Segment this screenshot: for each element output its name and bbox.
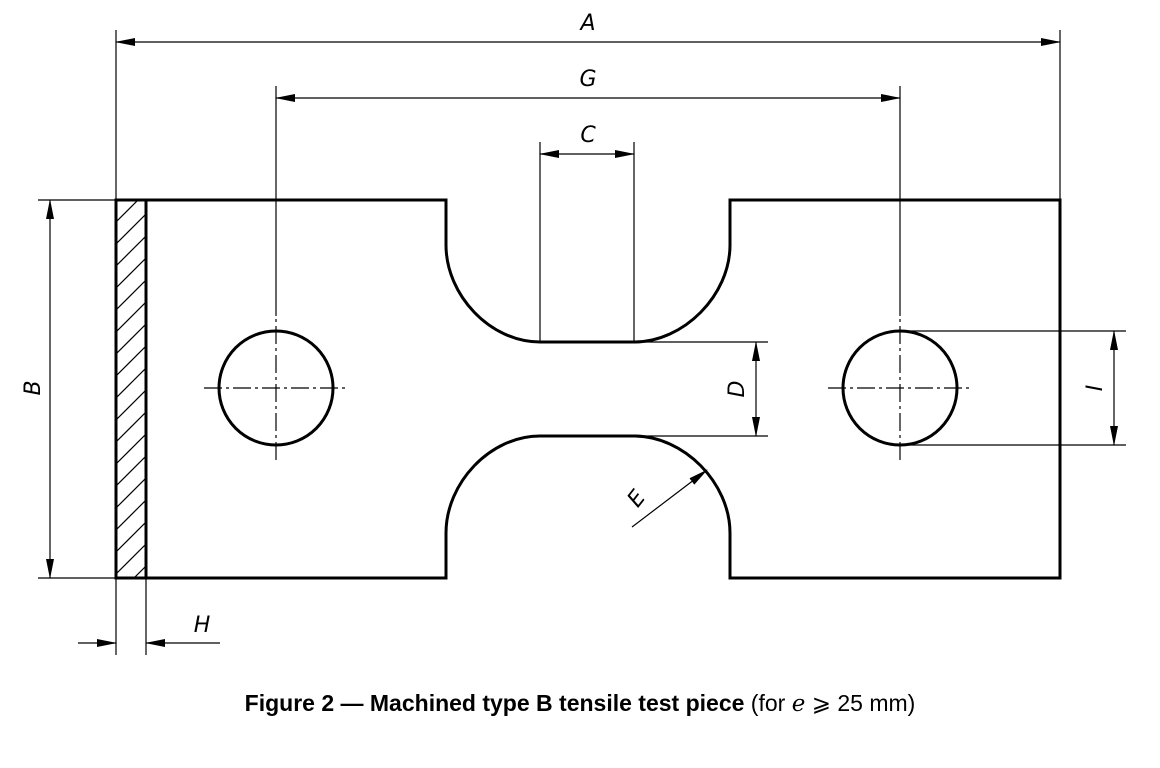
hatch-line	[133, 565, 146, 578]
caption-condition-value: ⩾ 25 mm)	[805, 690, 916, 716]
hatched-grip-section	[116, 200, 146, 578]
label-d: D	[725, 381, 750, 398]
hatch-line	[116, 301, 146, 333]
hatch-line	[116, 477, 146, 509]
tensile-test-piece-drawing: A G C B D I E H	[21, 11, 1126, 655]
caption-variable: e	[791, 691, 806, 717]
hatch-line	[116, 200, 139, 223]
label-c: C	[580, 123, 596, 148]
hatch-line	[116, 345, 146, 377]
label-a: A	[578, 11, 595, 36]
hatch-line	[116, 235, 146, 267]
test-piece-outline	[114, 198, 1062, 580]
caption-condition-open: (for	[744, 690, 792, 716]
hatch-line	[116, 200, 117, 201]
hatch-line	[116, 543, 146, 575]
hatch-line	[116, 455, 146, 487]
label-b: B	[21, 380, 46, 395]
hatch-line	[116, 323, 146, 355]
label-g: G	[579, 67, 596, 92]
dimension-line-e	[631, 469, 708, 528]
hatch-line	[116, 521, 146, 553]
hatch-line	[116, 257, 146, 289]
label-i: I	[1083, 385, 1108, 392]
figure-caption: Figure 2 — Machined type B tensile test …	[0, 690, 1160, 717]
caption-title: Figure 2 — Machined type B tensile test …	[244, 690, 745, 716]
hatch-line	[116, 499, 146, 531]
hatch-line	[116, 411, 146, 443]
hatch-line	[116, 433, 146, 465]
hatch-line	[116, 213, 146, 245]
hatch-line	[116, 389, 146, 421]
hatch-line	[116, 279, 146, 311]
hatch-line	[116, 367, 146, 399]
label-e: E	[623, 486, 651, 512]
label-h: H	[194, 613, 211, 638]
